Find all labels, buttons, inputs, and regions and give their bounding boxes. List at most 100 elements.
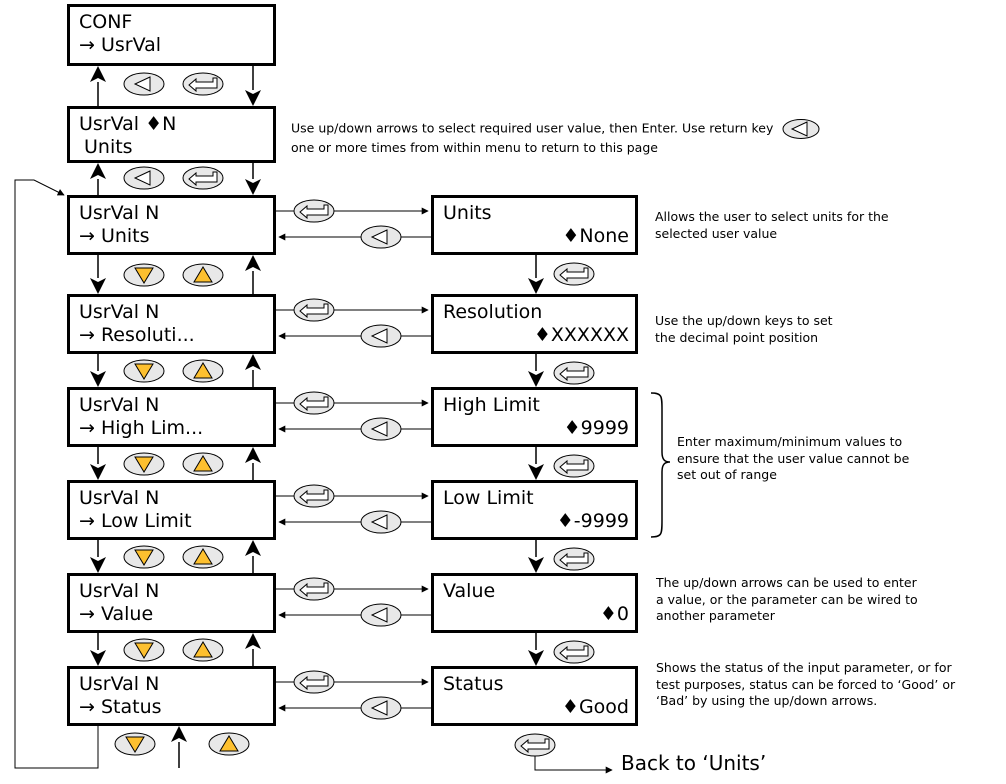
lcd-line-2: → Resoluti... [79, 324, 195, 346]
up-arrow-select [90, 163, 106, 195]
down-arrow-param-4 [528, 633, 544, 666]
lcd-line-2: → Value [79, 603, 154, 625]
down-key[interactable] [123, 545, 165, 569]
lcd-line-1: Resolution [443, 301, 543, 323]
menu-box-status: UsrVal N→ Status [67, 666, 276, 726]
note-status: Shows the status of the input parameter,… [656, 660, 956, 708]
lcd-line-1: UsrVal N [79, 394, 160, 416]
up-arrow-menu-6 [245, 633, 261, 666]
return-key-icon [782, 119, 820, 139]
up-key[interactable] [182, 359, 224, 383]
down-arrow-menu-2 [90, 255, 106, 294]
lcd-line-1: UsrVal N [79, 580, 160, 602]
lcd-line-1: UsrVal N [79, 202, 160, 224]
menu-box-units: UsrVal N→ Units [67, 195, 276, 255]
enter-key[interactable] [293, 577, 335, 601]
down-key[interactable] [123, 359, 165, 383]
lcd-line-2: Units [84, 136, 133, 158]
up-key[interactable] [182, 638, 224, 662]
down-arrow-menu-4 [90, 447, 106, 480]
param-box-high-limit: High Limit♦9999 [431, 387, 638, 447]
menu-box-high-limit: UsrVal N→ High Lim... [67, 387, 276, 447]
return-key[interactable] [360, 417, 402, 441]
lcd-line-1: Value [443, 580, 496, 602]
up-arrow-menu-3 [245, 354, 261, 387]
lcd-line-1: UsrVal N [79, 673, 160, 695]
down-arrow-param-0 [528, 255, 544, 294]
down-arrow-select [245, 163, 261, 195]
enter-key[interactable] [293, 670, 335, 694]
enter-key[interactable] [182, 72, 224, 96]
lcd-line-2: → High Lim... [79, 417, 204, 439]
enter-key[interactable] [553, 454, 595, 478]
note-select: Use up/down arrows to select required us… [291, 118, 931, 157]
param-box-low-limit: Low Limit♦-9999 [431, 480, 638, 540]
lcd-line-2: ♦Good [561, 696, 629, 718]
up-key[interactable] [208, 732, 250, 756]
down-arrow-param-2 [528, 447, 544, 480]
menu-box-resolution: UsrVal N→ Resoluti... [67, 294, 276, 354]
menu-box-low-limit: UsrVal N→ Low Limit [67, 480, 276, 540]
param-box-units: Units ♦None [431, 195, 638, 255]
lcd-line-2: → Units [79, 225, 150, 247]
lcd-line-2: ♦XXXXXX [533, 324, 629, 346]
down-key[interactable] [123, 263, 165, 287]
enter-key[interactable] [182, 166, 224, 190]
back-to-units-arrow [534, 756, 613, 774]
lcd-line-1: Units [443, 202, 492, 224]
enter-key[interactable] [293, 391, 335, 415]
lcd-line-1: High Limit [443, 394, 540, 416]
down-arrow-menu-5 [90, 540, 106, 573]
enter-key[interactable] [553, 547, 595, 571]
loop-back-line [14, 179, 99, 769]
enter-key[interactable] [293, 298, 335, 322]
menu-box-conf: CONF→ UsrVal [67, 4, 276, 66]
lcd-line-2: → Low Limit [79, 510, 192, 532]
down-key[interactable] [114, 732, 156, 756]
up-arrow-menu-5 [245, 540, 261, 573]
up-key[interactable] [182, 263, 224, 287]
down-key[interactable] [123, 452, 165, 476]
down-arrow-conf [245, 66, 261, 106]
up-arrow-status [171, 726, 187, 768]
lcd-line-1: UsrVal N [79, 487, 160, 509]
lcd-line-1: CONF [79, 11, 133, 33]
lcd-line-2: ♦0 [599, 603, 629, 625]
lcd-line-1: UsrVal N [79, 301, 160, 323]
return-key[interactable] [360, 603, 402, 627]
back-to-units-label: Back to ‘Units’ [621, 751, 767, 775]
lcd-line-1: UsrVal ♦N [79, 113, 177, 135]
enter-key[interactable] [514, 733, 556, 757]
down-key[interactable] [123, 638, 165, 662]
return-key[interactable] [123, 72, 165, 96]
lcd-line-1: Status [443, 673, 504, 695]
enter-key[interactable] [553, 361, 595, 385]
param-box-value: Value ♦0 [431, 573, 638, 633]
enter-key[interactable] [553, 262, 595, 286]
lcd-line-1: Low Limit [443, 487, 534, 509]
return-key[interactable] [360, 510, 402, 534]
up-arrow-menu-4 [245, 447, 261, 480]
down-arrow-menu-3 [90, 354, 106, 387]
return-key[interactable] [360, 225, 402, 249]
limits-brace [650, 392, 671, 538]
return-key[interactable] [360, 324, 402, 348]
lcd-line-2: → Status [79, 696, 162, 718]
enter-key[interactable] [293, 484, 335, 508]
up-key[interactable] [182, 545, 224, 569]
up-arrow-menu-2 [245, 255, 261, 294]
lcd-line-2: ♦None [562, 225, 629, 247]
return-key[interactable] [123, 166, 165, 190]
enter-key[interactable] [293, 199, 335, 223]
return-key[interactable] [360, 696, 402, 720]
up-key[interactable] [182, 452, 224, 476]
up-arrow-conf [90, 66, 106, 106]
down-arrow-menu-6 [90, 633, 106, 666]
enter-key[interactable] [553, 640, 595, 664]
down-arrow-param-3 [528, 540, 544, 573]
